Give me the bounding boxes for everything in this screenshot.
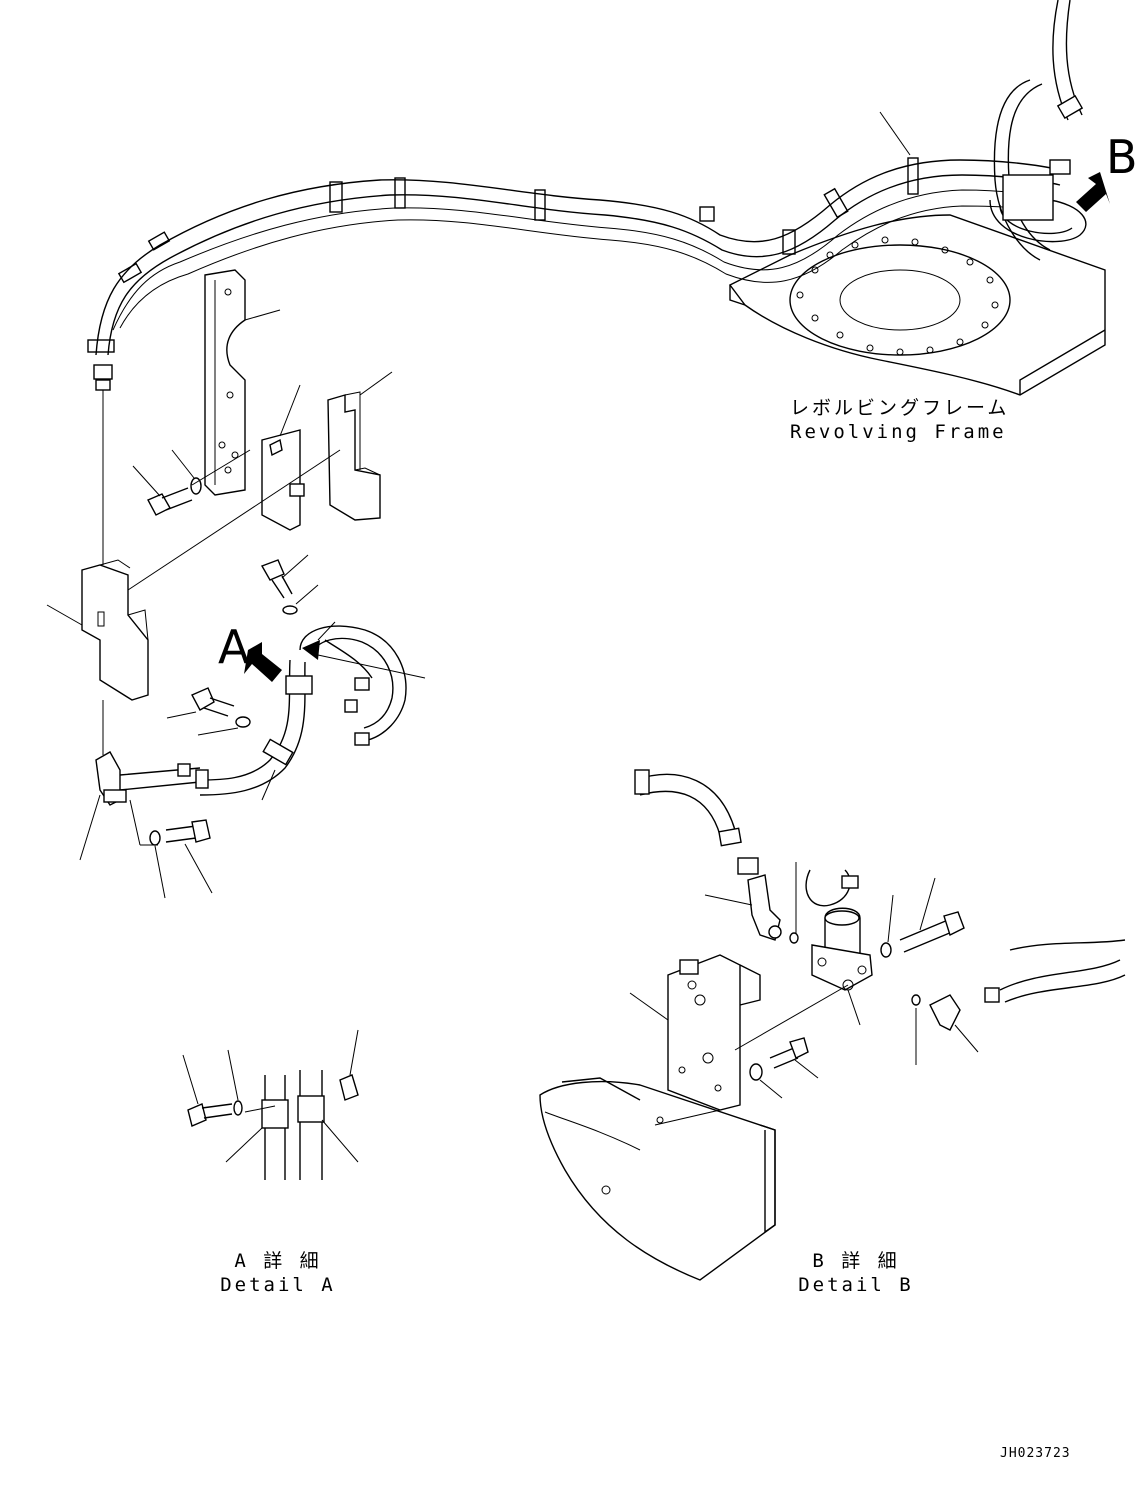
view-direction-arrow-icon (1076, 172, 1110, 212)
revolving-frame-label-jp: レボルビングフレーム (790, 397, 1010, 419)
revolving-frame (728, 214, 1106, 396)
drawing-number: JH023723 (1000, 1446, 1071, 1461)
detail-b-caption-en: Detail B (798, 1274, 914, 1296)
left-bracket-assembly (46, 269, 393, 755)
detail-b-caption-jp: B 詳 細 (812, 1250, 900, 1272)
detail-a-caption-jp: A 詳 細 (234, 1250, 322, 1272)
revolving-frame-label-en: Revolving Frame (790, 421, 1007, 443)
callout-a-label: A (218, 620, 250, 674)
main-hose-harness (87, 0, 1087, 391)
area-a-assembly (79, 554, 426, 899)
detail-b-drawing (539, 172, 1126, 1281)
view-direction-arrow-icon (244, 642, 282, 682)
callout-b-label: B (1106, 130, 1138, 184)
detail-a-caption-en: Detail A (220, 1274, 336, 1296)
detail-a-drawing (182, 1029, 359, 1180)
